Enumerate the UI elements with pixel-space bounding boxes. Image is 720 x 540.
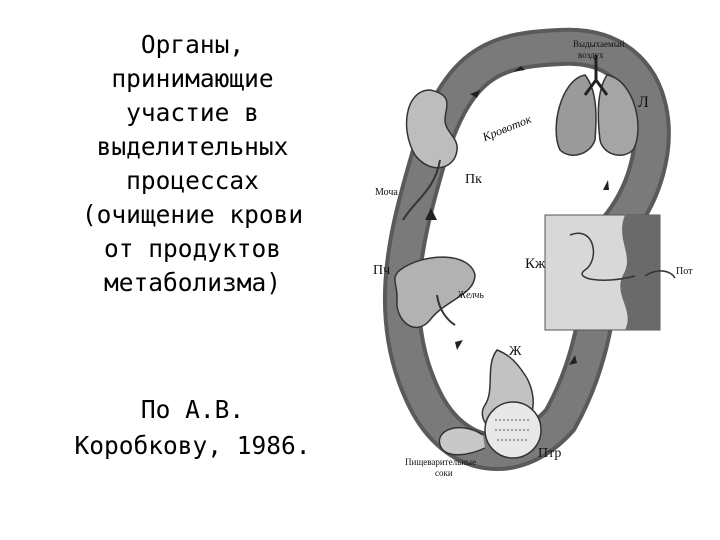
heading-line: участие в xyxy=(126,98,259,127)
attribution-line: Коробкову, 1986. xyxy=(74,431,311,460)
heading-line: (очищение крови xyxy=(81,200,304,229)
attribution: По А.В. Коробкову, 1986. xyxy=(40,392,345,464)
liver-label: Пч xyxy=(373,263,390,278)
flow-arrows xyxy=(425,66,609,365)
heading: Органы, принимающие участие в выделитель… xyxy=(40,28,345,300)
heading-line: процессах xyxy=(126,166,259,195)
exhaled-air-label: воздух xyxy=(578,50,604,60)
heading-line: выделительных xyxy=(96,132,289,161)
skin-label: Кж xyxy=(525,256,546,272)
lungs-illustration xyxy=(555,55,639,156)
lungs-label: Л xyxy=(638,94,649,111)
excretion-diagram: Выдыхаемый воздух Кровоток Л Пк Моча Кж … xyxy=(373,27,693,478)
bile-label: Желчь xyxy=(456,290,484,301)
kidney-illustration xyxy=(402,89,458,221)
intestine-label: Птр xyxy=(538,446,561,461)
sweat-label: Пот xyxy=(676,266,693,277)
kidneys-label: Пк xyxy=(465,172,482,187)
liver-illustration xyxy=(394,256,476,329)
attribution-line: По А.В. xyxy=(140,395,245,424)
exhaled-air-label: Выдыхаемый xyxy=(573,39,625,49)
bloodstream-label: Кровоток xyxy=(479,112,533,145)
digestive-juices-label: соки xyxy=(435,468,453,478)
digestive-juices-label: Пищеварительные xyxy=(405,457,476,467)
stomach-label: Ж xyxy=(509,344,522,359)
intestine-illustration xyxy=(438,401,542,459)
heading-line: Органы, xyxy=(140,30,245,59)
skin-illustration xyxy=(544,214,676,331)
heading-line: метаболизма) xyxy=(103,268,281,297)
heading-line: от продуктов xyxy=(103,234,281,263)
urine-label: Моча xyxy=(375,187,398,198)
heading-line: принимающие xyxy=(111,64,274,93)
